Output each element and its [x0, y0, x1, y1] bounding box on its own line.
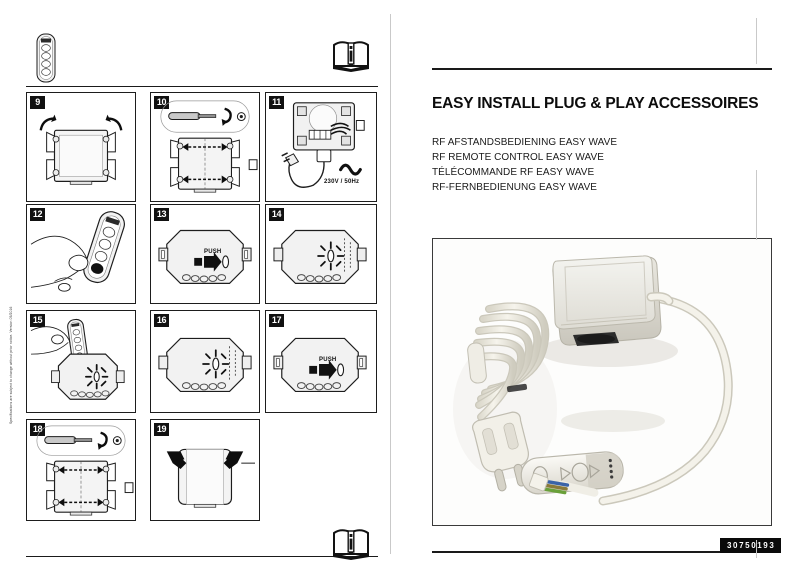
- right-page-bottom-rule: [432, 551, 772, 553]
- step-number: 19: [154, 423, 169, 436]
- step-16-diagram: [158, 337, 252, 392]
- step-panel-16: 16: [150, 310, 260, 413]
- product-name-list: RF AFSTANDSBEDIENING EASY WAVE RF REMOTE…: [432, 135, 782, 195]
- step-panel-14: 14: [265, 204, 377, 304]
- step-number: 12: [30, 208, 45, 221]
- side-note: Specifications are subject to change wit…: [9, 306, 13, 424]
- step-17-caption: PUSH: [319, 357, 337, 363]
- left-page: Specifications are subject to change wit…: [0, 0, 390, 567]
- step-panel-19: 19: [150, 419, 260, 521]
- step-18-diagram: [36, 425, 134, 516]
- manual-info-icon-bottom: [331, 524, 371, 560]
- step-9-diagram: [39, 114, 123, 185]
- product-photo: [432, 238, 772, 526]
- step-panel-18: 18: [26, 419, 136, 521]
- step-11-diagram: [281, 102, 365, 188]
- page-divider: [390, 14, 391, 554]
- step-13-diagram: [158, 229, 252, 284]
- step-panel-9: 9: [26, 92, 136, 202]
- step-17-diagram: [273, 337, 367, 392]
- step-number: 17: [269, 314, 284, 327]
- step-panel-12: 12: [26, 204, 136, 304]
- product-name-en: RF REMOTE CONTROL EASY WAVE: [432, 152, 604, 163]
- step-number: 9: [30, 96, 45, 109]
- remote-control-illustration-top: [33, 33, 59, 83]
- manual-info-icon: [331, 36, 371, 72]
- step-14-diagram: [273, 229, 367, 284]
- product-name-nl: RF AFSTANDSBEDIENING EASY WAVE: [432, 137, 618, 148]
- right-page-top-rule: [432, 68, 772, 70]
- step-10-diagram: [160, 100, 258, 193]
- step-number: 11: [269, 96, 284, 109]
- article-number-badge: 30750193: [720, 538, 782, 553]
- step-panel-13: 13 PUSH: [150, 204, 260, 304]
- step-panel-10: 10: [150, 92, 260, 202]
- step-13-caption: PUSH: [204, 249, 222, 255]
- step-11-caption: 230V / 50Hz: [324, 179, 360, 185]
- step-19-diagram: [166, 448, 255, 508]
- step-panel-17: 17 PUSH: [265, 310, 377, 413]
- right-page: EASY INSTALL PLUG & PLAY ACCESSOIRES RF …: [390, 0, 802, 567]
- crop-mark-top: [756, 18, 757, 64]
- crop-mark-bottom: [756, 540, 757, 558]
- step-number: 18: [30, 423, 45, 436]
- left-page-bottom-rule: [26, 556, 378, 557]
- step-number: 16: [154, 314, 169, 327]
- crop-mark-mid: [756, 170, 757, 240]
- left-page-top-rule: [26, 86, 378, 87]
- step-panel-11: 11: [265, 92, 377, 202]
- step-12-diagram: [30, 211, 125, 292]
- step-number: 13: [154, 208, 169, 221]
- step-15-diagram: [30, 318, 125, 400]
- product-name-de: RF-FERNBEDIENUNG EASY WAVE: [432, 182, 598, 193]
- step-panel-15: 15: [26, 310, 136, 413]
- step-number: 15: [30, 314, 45, 327]
- product-name-fr: TÉLÉCOMMANDE RF EASY WAVE: [432, 167, 595, 178]
- page-title: EASY INSTALL PLUG & PLAY ACCESSOIRES: [432, 95, 759, 112]
- step-number: 14: [269, 208, 284, 221]
